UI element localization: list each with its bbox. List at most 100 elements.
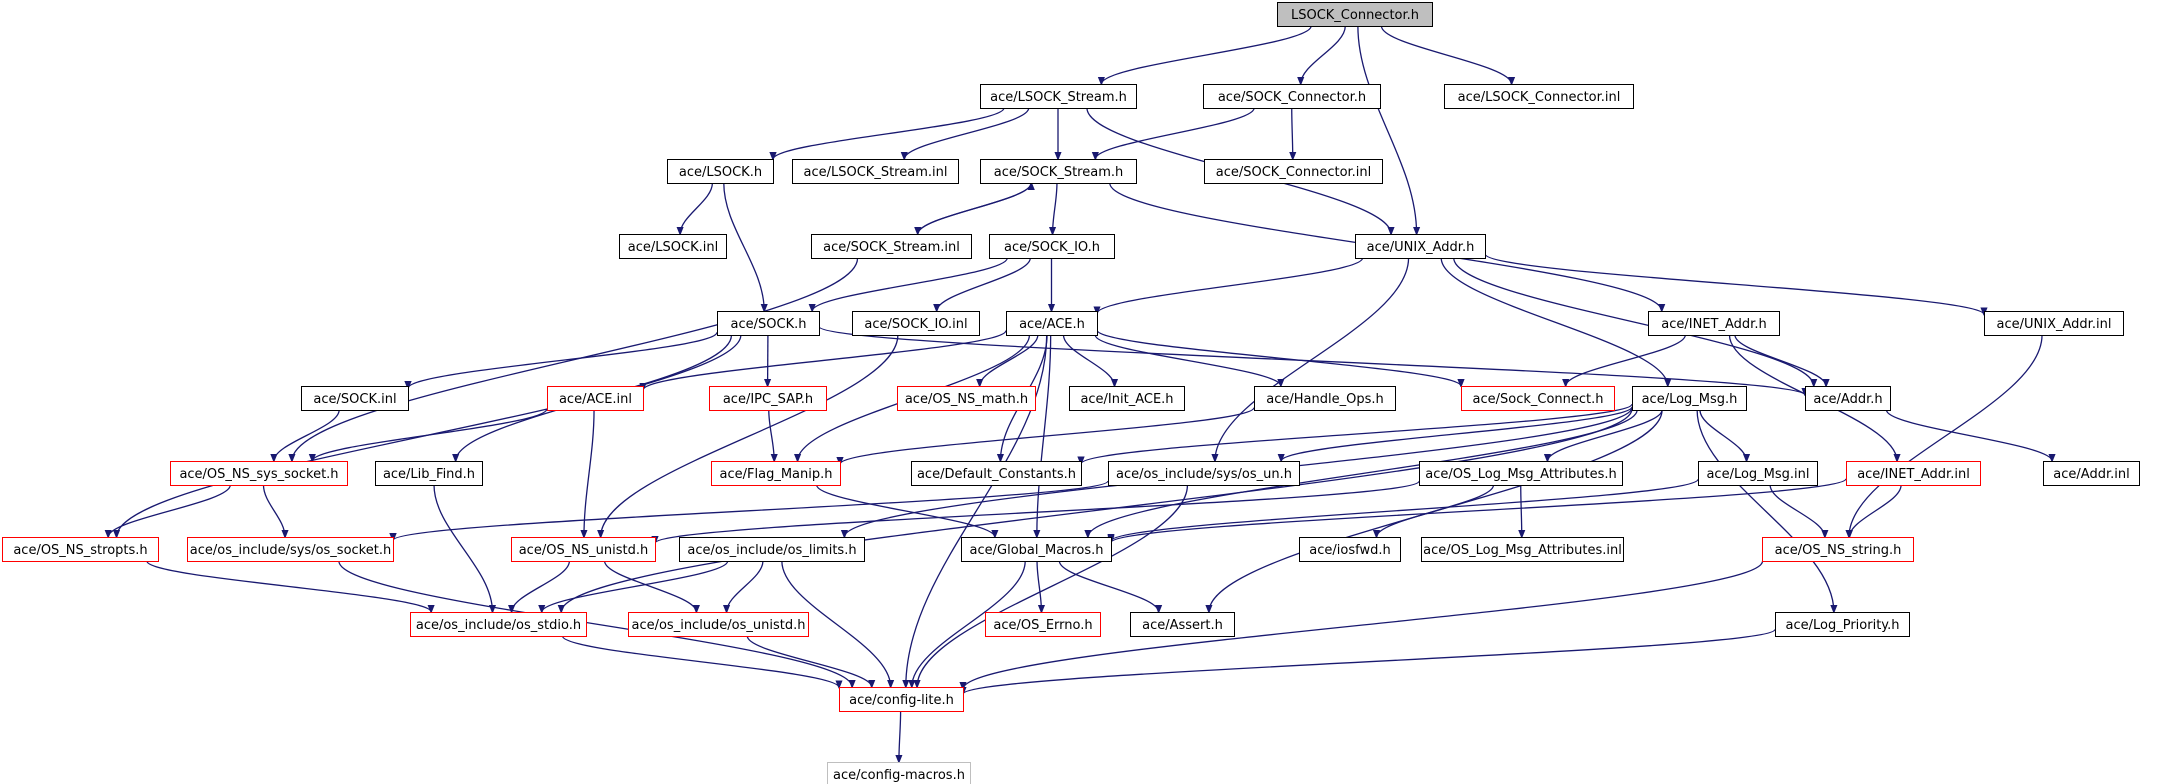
- node-label: ace/Default_Constants.h: [917, 467, 1076, 482]
- edge-sock_stream_inl-to-os_ns_sys_socket_h: [292, 257, 859, 461]
- node-box: [1355, 234, 1486, 259]
- edges-layer: [108, 25, 2052, 762]
- node-box: [1130, 612, 1235, 637]
- node-inet-addr-inl[interactable]: ace/INET_Addr.inl: [1846, 461, 1981, 486]
- node-box: [187, 537, 394, 562]
- node-box: [1846, 461, 1981, 486]
- node-config-macros-h[interactable]: ace/config-macros.h: [827, 762, 971, 784]
- node-lib-find-h[interactable]: ace/Lib_Find.h: [375, 461, 483, 486]
- edge-os_log_msg_attributes_h-to-iosfwd_h: [1377, 484, 1495, 537]
- node-log-msg-h[interactable]: ace/Log_Msg.h: [1632, 386, 1747, 411]
- node-box: [911, 461, 1082, 486]
- node-label: ace/Init_ACE.h: [1080, 392, 1173, 407]
- node-sock-io-h[interactable]: ace/SOCK_IO.h: [989, 234, 1115, 259]
- node-init-ace-h[interactable]: ace/Init_ACE.h: [1069, 386, 1185, 411]
- node-sock-h[interactable]: ace/SOCK.h: [717, 311, 820, 336]
- node-handle-ops-h[interactable]: ace/Handle_Ops.h: [1254, 386, 1396, 411]
- node-unix-addr-inl[interactable]: ace/UNIX_Addr.inl: [1984, 311, 2124, 336]
- node-ipc-sap-h[interactable]: ace/IPC_SAP.h: [709, 386, 827, 411]
- node-box: [1984, 311, 2124, 336]
- edge-log_msg_h-to-default_constants_h: [1081, 403, 1633, 464]
- node-os-ns-unistd-h[interactable]: ace/OS_NS_unistd.h: [511, 537, 656, 562]
- node-box: [1632, 386, 1747, 411]
- node-box: [375, 461, 483, 486]
- node-label: LSOCK_Connector.h: [1291, 8, 1419, 23]
- edge-os_un_h-to-config_lite_h: [917, 484, 1189, 687]
- node-box: [1203, 84, 1381, 109]
- node-lsock-connector-h: LSOCK_Connector.h: [1277, 2, 1433, 27]
- node-global-macros-h[interactable]: ace/Global_Macros.h: [961, 537, 1112, 562]
- node-sock-io-inl[interactable]: ace/SOCK_IO.inl: [852, 311, 980, 336]
- node-sock-connector-h[interactable]: ace/SOCK_Connector.h: [1203, 84, 1381, 109]
- node-label: ace/Sock_Connect.h: [1473, 392, 1604, 407]
- node-box: [852, 311, 980, 336]
- node-sock-connect-h[interactable]: ace/Sock_Connect.h: [1461, 386, 1615, 411]
- edge-flag_manip_h-to-global_macros_h: [815, 484, 995, 537]
- node-os-log-msg-attributes-h[interactable]: ace/OS_Log_Msg_Attributes.h: [1419, 461, 1623, 486]
- node-label: ace/OS_NS_math.h: [905, 392, 1028, 407]
- node-box: [679, 537, 865, 562]
- edge-os_ns_sys_socket_h-to-os_socket_h: [262, 484, 285, 537]
- node-os-errno-h[interactable]: ace/OS_Errno.h: [985, 612, 1101, 637]
- node-os-ns-stropts-h[interactable]: ace/OS_NS_stropts.h: [2, 537, 159, 562]
- node-box: [511, 537, 656, 562]
- node-box: [1444, 84, 1634, 109]
- node-label: ace/OS_NS_sys_socket.h: [179, 467, 338, 482]
- node-os-socket-h[interactable]: ace/os_include/sys/os_socket.h: [187, 537, 394, 562]
- node-sock-inl[interactable]: ace/SOCK.inl: [301, 386, 409, 411]
- node-os-un-h[interactable]: ace/os_include/sys/os_un.h: [1108, 461, 1300, 486]
- node-label: ace/os_include/sys/os_un.h: [1116, 467, 1292, 482]
- node-sock-stream-inl[interactable]: ace/SOCK_Stream.inl: [811, 234, 972, 259]
- node-lsock-stream-inl[interactable]: ace/LSOCK_Stream.inl: [792, 159, 959, 184]
- edge-unix_addr_h-to-unix_addr_inl: [1484, 253, 1984, 315]
- node-label: ace/os_include/os_limits.h: [687, 543, 856, 558]
- node-os-ns-math-h[interactable]: ace/OS_NS_math.h: [897, 386, 1036, 411]
- node-os-stdio-h[interactable]: ace/os_include/os_stdio.h: [410, 612, 587, 637]
- edge-os_un_h-to-os_socket_h: [393, 480, 1109, 540]
- node-box: [667, 159, 774, 184]
- node-lsock-h[interactable]: ace/LSOCK.h: [667, 159, 774, 184]
- node-box: [1108, 461, 1300, 486]
- node-log-msg-inl[interactable]: ace/Log_Msg.inl: [1698, 461, 1818, 486]
- node-assert-h[interactable]: ace/Assert.h: [1130, 612, 1235, 637]
- node-ace-h[interactable]: ace/ACE.h: [1006, 311, 1098, 336]
- edge-unix_addr_h-to-os_un_h: [1215, 257, 1410, 461]
- node-config-lite-h[interactable]: ace/config-lite.h: [839, 687, 964, 712]
- node-lsock-stream-h[interactable]: ace/LSOCK_Stream.h: [980, 84, 1137, 109]
- node-inet-addr-h[interactable]: ace/INET_Addr.h: [1648, 311, 1780, 336]
- node-log-priority-h[interactable]: ace/Log_Priority.h: [1775, 612, 1910, 637]
- node-label: ace/SOCK_Stream.h: [994, 165, 1124, 180]
- node-label: ace/Global_Macros.h: [970, 543, 1104, 558]
- node-sock-connector-inl[interactable]: ace/SOCK_Connector.inl: [1204, 159, 1383, 184]
- node-box: [980, 84, 1137, 109]
- node-label: ace/SOCK.h: [731, 317, 807, 332]
- node-box: [1069, 386, 1185, 411]
- node-os-unistd-h[interactable]: ace/os_include/os_unistd.h: [628, 612, 809, 637]
- edge-lsock_h-to-lsock_inl: [680, 182, 714, 234]
- node-sock-stream-h[interactable]: ace/SOCK_Stream.h: [980, 159, 1137, 184]
- node-os-ns-sys-socket-h[interactable]: ace/OS_NS_sys_socket.h: [170, 461, 348, 486]
- edge-os_socket_h-to-config_lite_h: [338, 560, 852, 687]
- node-box: [1762, 537, 1914, 562]
- node-os-limits-h[interactable]: ace/os_include/os_limits.h: [679, 537, 865, 562]
- node-lsock-inl[interactable]: ace/LSOCK.inl: [619, 234, 727, 259]
- node-addr-h[interactable]: ace/Addr.h: [1805, 386, 1891, 411]
- node-os-log-msg-attributes-inl[interactable]: ace/OS_Log_Msg_Attributes.inl: [1421, 537, 1624, 562]
- node-box: [2043, 461, 2140, 486]
- node-unix-addr-h[interactable]: ace/UNIX_Addr.h: [1355, 234, 1486, 259]
- node-flag-manip-h[interactable]: ace/Flag_Manip.h: [711, 461, 841, 486]
- edge-global_macros_h-to-config_lite_h: [912, 560, 1026, 687]
- node-label: ace/SOCK_Connector.inl: [1216, 165, 1372, 180]
- node-label: ace/Addr.inl: [2053, 467, 2129, 482]
- node-default-constants-h[interactable]: ace/Default_Constants.h: [911, 461, 1082, 486]
- node-lsock-connector-inl[interactable]: ace/LSOCK_Connector.inl: [1444, 84, 1634, 109]
- node-label: ace/LSOCK.h: [679, 165, 762, 180]
- node-iosfwd-h[interactable]: ace/iosfwd.h: [1299, 537, 1401, 562]
- node-addr-inl[interactable]: ace/Addr.inl: [2043, 461, 2140, 486]
- node-box: [792, 159, 959, 184]
- edge-ace_h-to-config_lite_h: [906, 334, 1048, 687]
- node-ace-inl[interactable]: ace/ACE.inl: [547, 386, 644, 411]
- edge-os_unistd_h-to-config_lite_h: [746, 635, 871, 687]
- node-os-ns-string-h[interactable]: ace/OS_NS_string.h: [1762, 537, 1914, 562]
- edge-lsock_connector_h-to-lsock_stream_h: [1101, 25, 1312, 84]
